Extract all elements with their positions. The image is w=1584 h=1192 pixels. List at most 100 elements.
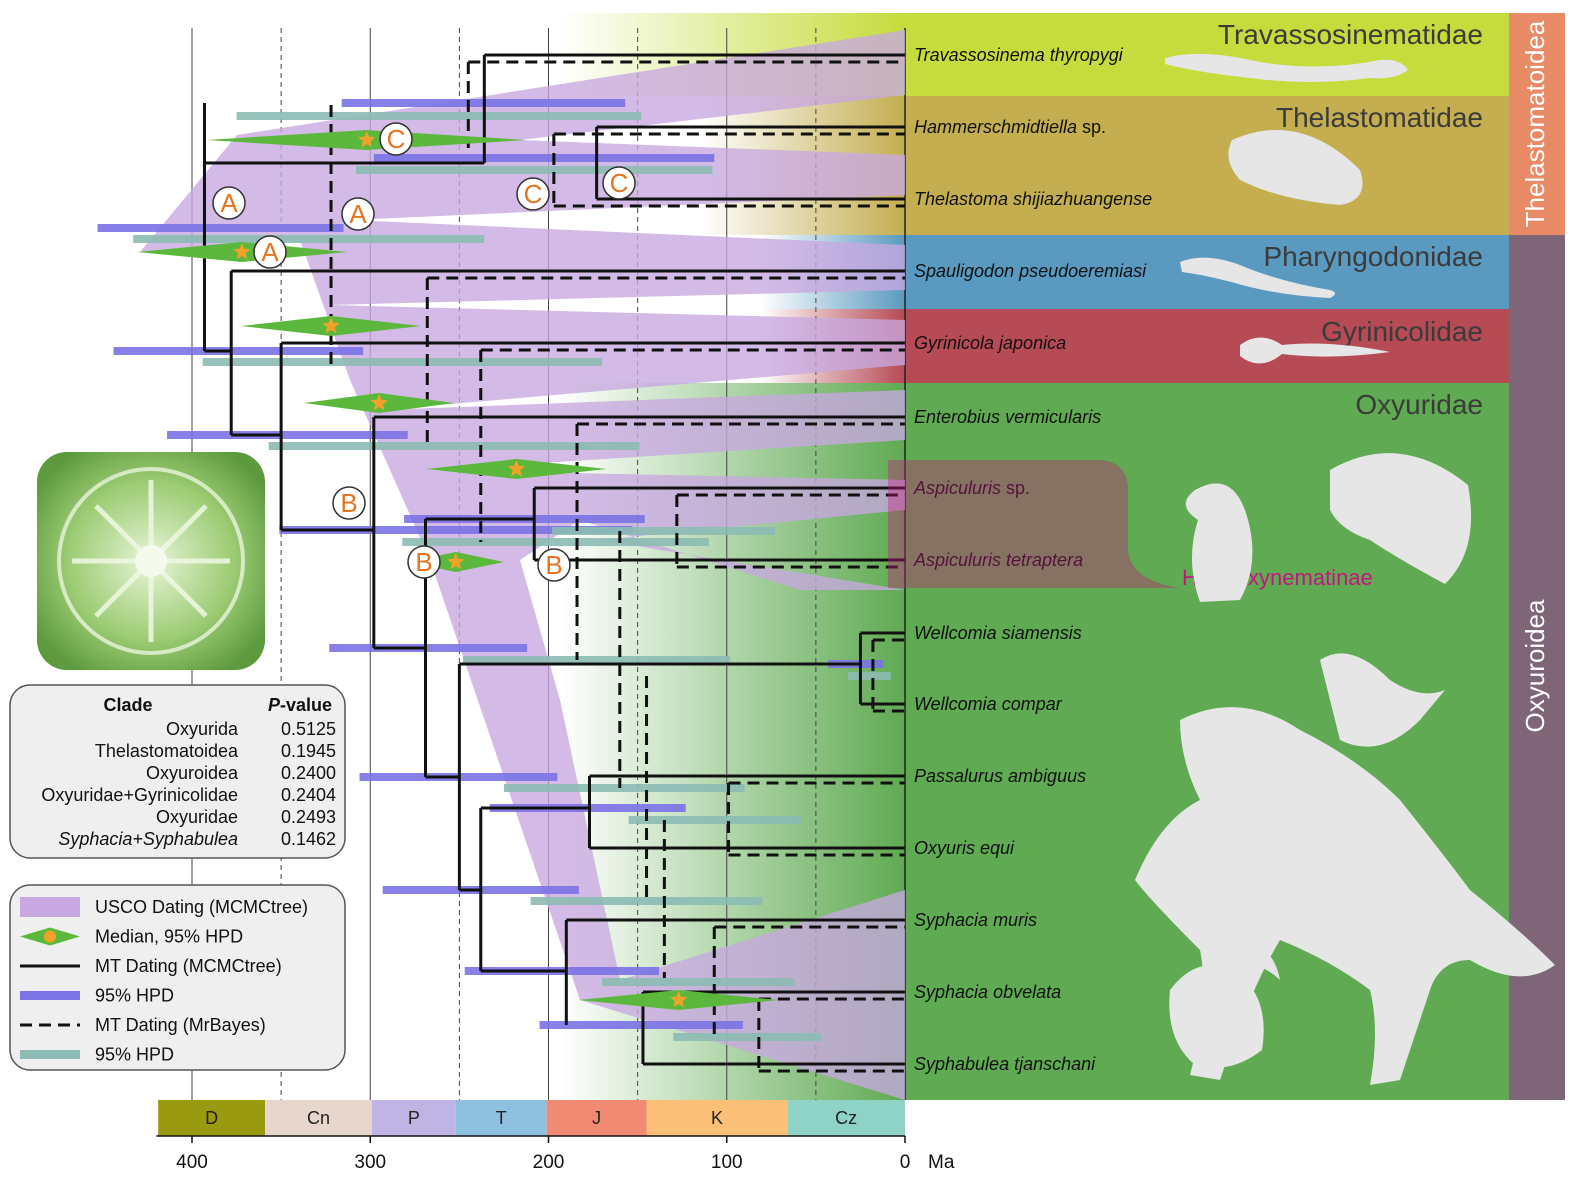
legend-item-solid-line: MT Dating (MCMCtree) <box>20 956 282 976</box>
gecko-silhouette <box>1180 257 1335 298</box>
thelastomatoidea-label: Thelastomatoidea <box>1520 20 1550 227</box>
median-star <box>507 460 525 477</box>
period-label: P <box>408 1108 420 1128</box>
axis-tick-label: 200 <box>533 1152 565 1173</box>
oxyuroidea-label: Oxyuroidea <box>1520 599 1550 732</box>
taxon-label: Thelastoma shijiazhuangense <box>914 189 1152 209</box>
pvalue-clade: Syphacia+Syphabulea <box>58 829 238 849</box>
taxon-label: Wellcomia compar <box>914 694 1063 714</box>
node-letter-b: B <box>332 486 366 520</box>
svg-text:B: B <box>415 547 432 577</box>
period-label: J <box>592 1108 601 1128</box>
mouse-silhouette <box>1185 483 1253 602</box>
taxon-label: Syphacia obvelata <box>914 982 1061 1002</box>
taxon-label: Aspiculuris tetraptera <box>913 550 1083 570</box>
tadpole-silhouette <box>1240 337 1390 364</box>
median-star <box>447 553 465 570</box>
axis-unit-label: Ma <box>928 1152 955 1173</box>
pvalue-clade: Thelastomatoidea <box>95 741 239 761</box>
node-letter-c: C <box>602 166 636 200</box>
geologic-timescale: D Cn P T J K Cz <box>158 1100 905 1136</box>
svg-text:95% HPD: 95% HPD <box>95 1045 174 1065</box>
svg-text:USCO Dating (MCMCtree): USCO Dating (MCMCtree) <box>95 897 308 917</box>
family-label: Pharyngodonidae <box>1263 241 1483 272</box>
period-box <box>546 1100 647 1136</box>
axis-tick-label: 0 <box>900 1152 911 1173</box>
pvalue-value: 0.2400 <box>281 763 336 783</box>
pvalue-clade: Oxyuroidea <box>146 763 239 783</box>
taxon-labels: Travassosinema thyropygiHammerschmidtiel… <box>913 45 1152 1074</box>
svg-text:95% HPD: 95% HPD <box>95 986 174 1006</box>
legend-item-teal-bar: 95% HPD <box>20 1045 174 1065</box>
taxon-label: Gyrinicola japonica <box>914 333 1066 353</box>
squirrel-silhouette <box>1169 944 1280 1068</box>
svg-text:B: B <box>545 550 562 580</box>
legend-item-usco-band: USCO Dating (MCMCtree) <box>20 897 308 917</box>
taxon-label: Syphabulea tjanschani <box>914 1054 1096 1074</box>
axis-tick-label: 300 <box>354 1152 386 1173</box>
period-label: Cn <box>307 1108 330 1128</box>
taxon-label: Hammerschmidtiella sp. <box>914 117 1106 137</box>
median-star <box>670 991 688 1008</box>
period-label: Cz <box>835 1108 857 1128</box>
node-letter-c: C <box>516 177 550 211</box>
pvalue-value: 0.2404 <box>281 785 336 805</box>
svg-text:B: B <box>340 488 357 518</box>
mt-mrbayes-hpd-bars <box>133 112 891 1041</box>
median-star <box>358 131 376 148</box>
legend: USCO Dating (MCMCtree) Median, 95% HPD MT … <box>9 884 346 1071</box>
period-box <box>372 1100 456 1136</box>
pvalue-header-p: P-value <box>268 695 332 715</box>
taxon-label: Aspiculuris sp. <box>913 478 1030 498</box>
family-labels: TravassosinematidaeThelastomatidaePharyn… <box>1218 19 1483 420</box>
period-label: D <box>205 1108 218 1128</box>
pvalue-value: 0.5125 <box>281 719 336 739</box>
svg-text:C: C <box>610 168 629 198</box>
node-letter-a: A <box>253 235 287 269</box>
mrbayes-tree <box>329 60 905 1073</box>
svg-text:C: C <box>387 124 406 154</box>
pvalue-value: 0.1462 <box>281 829 336 849</box>
node-letter-b: B <box>407 545 441 579</box>
legend-item-blue-bar: 95% HPD <box>20 986 174 1006</box>
median-star <box>322 317 340 334</box>
svg-text:A: A <box>220 188 238 218</box>
millipede-silhouette <box>1165 53 1408 82</box>
period-box <box>646 1100 788 1136</box>
node-letter-a: A <box>341 197 375 231</box>
family-band <box>905 96 1509 235</box>
thelastomatoidea-bar <box>1509 13 1565 235</box>
pvalue-value: 0.1945 <box>281 741 336 761</box>
period-label: K <box>711 1108 723 1128</box>
taxon-label: Syphacia muris <box>914 910 1037 930</box>
svg-text:Median, 95% HPD: Median, 95% HPD <box>95 927 243 947</box>
family-label: Thelastomatidae <box>1276 102 1483 133</box>
legend-item-dashed-line: MT Dating (MrBayes) <box>20 1015 266 1035</box>
svg-text:MT Dating (MrBayes): MT Dating (MrBayes) <box>95 1015 266 1035</box>
taxon-label: Enterobius vermicularis <box>914 407 1101 427</box>
family-label: Gyrinicolidae <box>1321 316 1483 347</box>
porcupine-silhouette <box>1330 453 1472 584</box>
taxon-label: Oxyuris equi <box>914 838 1015 858</box>
svg-text:A: A <box>349 199 367 229</box>
median-star <box>233 243 251 260</box>
pvalue-clade: Oxyurida <box>166 719 239 739</box>
taxon-label: Spauligodon pseudoeremiasi <box>914 261 1147 281</box>
axis-tick-label: 100 <box>711 1152 743 1173</box>
period-label: T <box>496 1108 507 1128</box>
median-star <box>370 394 388 411</box>
svg-text:A: A <box>261 237 279 267</box>
family-label: Oxyuridae <box>1355 389 1483 420</box>
family-label: Travassosinematidae <box>1218 19 1483 50</box>
taxon-label: Wellcomia siamensis <box>914 623 1082 643</box>
pvalue-value: 0.2493 <box>281 807 336 827</box>
period-box <box>265 1100 373 1136</box>
family-band <box>905 309 1509 383</box>
period-box <box>455 1100 547 1136</box>
period-box <box>787 1100 905 1136</box>
